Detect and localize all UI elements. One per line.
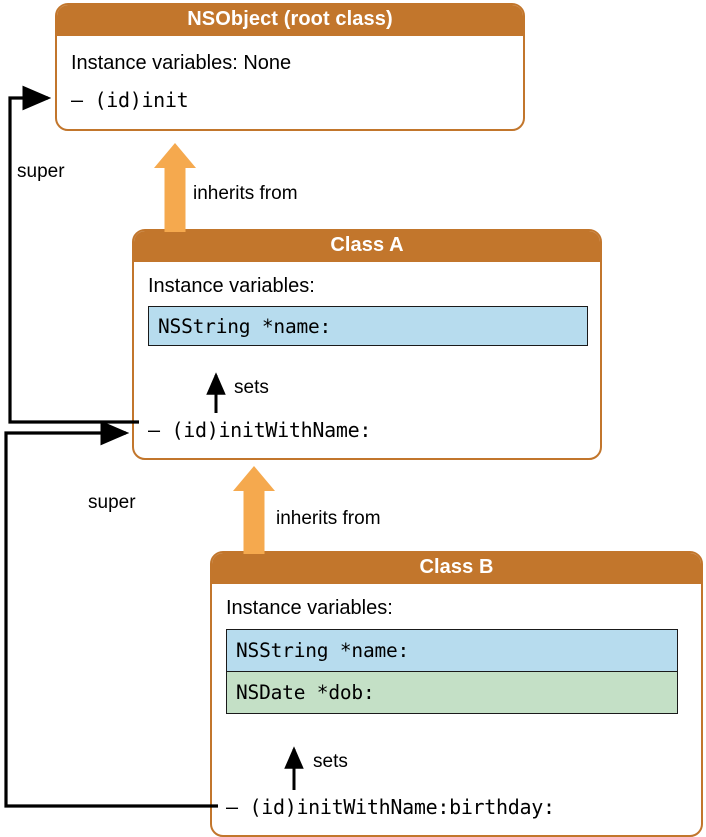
method-init-with-name: – (id)initWithName: bbox=[148, 418, 372, 442]
label-super-b: super bbox=[88, 492, 136, 513]
label-inherits-from-a: inherits from bbox=[193, 183, 298, 204]
ivar-row-dob-b: NSDate *dob: bbox=[226, 671, 678, 714]
super-arrow-b-to-a bbox=[4, 420, 218, 808]
inherits-arrow-a-to-nsobject bbox=[154, 143, 196, 232]
instance-variables-label-class-a: Instance variables: bbox=[148, 275, 315, 297]
method-init-with-name-birthday: – (id)initWithName:birthday: bbox=[226, 795, 555, 819]
label-inherits-from-b: inherits from bbox=[276, 508, 381, 529]
class-body-class-a: Instance variables: NSString *name: – (i… bbox=[134, 262, 600, 458]
inherits-arrow-b-to-a bbox=[233, 466, 275, 554]
ivar-row-name-a: NSString *name: bbox=[148, 306, 588, 346]
ivar-row-name-b: NSString *name: bbox=[226, 629, 678, 672]
instance-variables-label-nsobject: Instance variables: None bbox=[71, 52, 292, 74]
class-box-class-b: Class B Instance variables: NSString *na… bbox=[210, 551, 703, 837]
class-body-nsobject: Instance variables: None – (id)init bbox=[57, 36, 523, 129]
class-box-nsobject: NSObject (root class) Instance variables… bbox=[55, 3, 525, 131]
instance-variables-label-class-b: Instance variables: bbox=[226, 597, 393, 619]
label-sets-a: sets bbox=[234, 377, 269, 398]
method-init: – (id)init bbox=[71, 88, 189, 112]
class-body-class-b: Instance variables: NSString *name: NSDa… bbox=[212, 584, 701, 835]
label-sets-b: sets bbox=[313, 751, 348, 772]
class-box-class-a: Class A Instance variables: NSString *na… bbox=[132, 229, 602, 460]
class-title-class-b: Class B bbox=[212, 553, 701, 584]
class-title-class-a: Class A bbox=[134, 231, 600, 262]
super-arrow-a-to-nsobject bbox=[8, 85, 139, 424]
label-super-a: super bbox=[17, 161, 65, 182]
class-title-nsobject: NSObject (root class) bbox=[57, 5, 523, 36]
